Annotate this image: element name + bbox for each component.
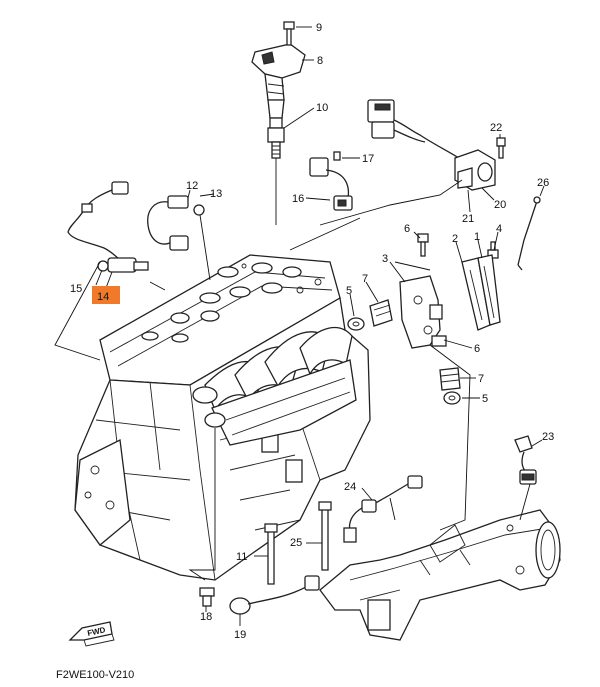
callout-23[interactable]: 23 xyxy=(542,431,554,443)
sensor-18 xyxy=(199,587,215,607)
callout-5-lower[interactable]: 5 xyxy=(482,393,488,405)
callout-5-upper[interactable]: 5 xyxy=(346,285,352,297)
callout-4[interactable]: 4 xyxy=(496,223,502,235)
cam-holes xyxy=(141,262,322,343)
callout-20[interactable]: 20 xyxy=(494,199,506,211)
callout-21[interactable]: 21 xyxy=(462,213,474,225)
sensor-23 xyxy=(514,435,537,485)
callout-22[interactable]: 22 xyxy=(490,122,502,134)
sensor-24 xyxy=(343,475,423,543)
exhaust-manifold xyxy=(319,509,561,641)
reference-lines xyxy=(54,158,531,581)
callout-1[interactable]: 1 xyxy=(474,231,480,243)
cam-sensor xyxy=(309,151,353,211)
callout-26[interactable]: 26 xyxy=(537,177,549,189)
callout-3[interactable]: 3 xyxy=(382,253,388,265)
callout-14[interactable]: 14 xyxy=(97,291,109,303)
spark-plug xyxy=(267,117,285,159)
intake-manifold xyxy=(204,327,357,446)
ignition-coil xyxy=(251,43,306,119)
callout-6-lower[interactable]: 6 xyxy=(474,343,480,355)
callout-25[interactable]: 25 xyxy=(290,537,302,549)
callout-leaders xyxy=(95,26,545,626)
fwd-label: FWD xyxy=(87,625,107,638)
callout-18[interactable]: 18 xyxy=(200,611,212,623)
callout-13[interactable]: 13 xyxy=(210,188,222,200)
diagram-code: F2WE100-V210 xyxy=(56,669,134,681)
coil-bolt xyxy=(283,21,295,46)
callout-17[interactable]: 17 xyxy=(362,153,374,165)
callout-10[interactable]: 10 xyxy=(316,102,328,114)
harness-20 xyxy=(367,99,506,191)
callout-16[interactable]: 16 xyxy=(292,193,304,205)
highlight-box-14 xyxy=(92,286,120,304)
callout-2[interactable]: 2 xyxy=(452,233,458,245)
callout-15[interactable]: 15 xyxy=(70,283,82,295)
callout-24[interactable]: 24 xyxy=(344,481,356,493)
callout-7-lower[interactable]: 7 xyxy=(478,373,484,385)
callout-9[interactable]: 9 xyxy=(316,22,322,34)
callout-labels: 9 8 10 17 16 12 13 15 14 22 26 20 21 6 2… xyxy=(70,22,554,641)
callout-11[interactable]: 11 xyxy=(236,551,247,563)
engine-block xyxy=(74,254,371,581)
callout-12[interactable]: 12 xyxy=(186,180,198,192)
callout-19[interactable]: 19 xyxy=(234,629,246,641)
cable-ties xyxy=(264,501,332,585)
sensor-14 xyxy=(67,181,149,273)
fwd-arrow: FWD xyxy=(68,621,115,647)
sensor-12 xyxy=(147,195,205,251)
callout-6-upper[interactable]: 6 xyxy=(404,223,410,235)
callout-8[interactable]: 8 xyxy=(317,55,323,67)
sensor-19 xyxy=(229,575,320,615)
sensor-26 xyxy=(517,196,541,271)
callout-7-upper[interactable]: 7 xyxy=(362,273,368,285)
